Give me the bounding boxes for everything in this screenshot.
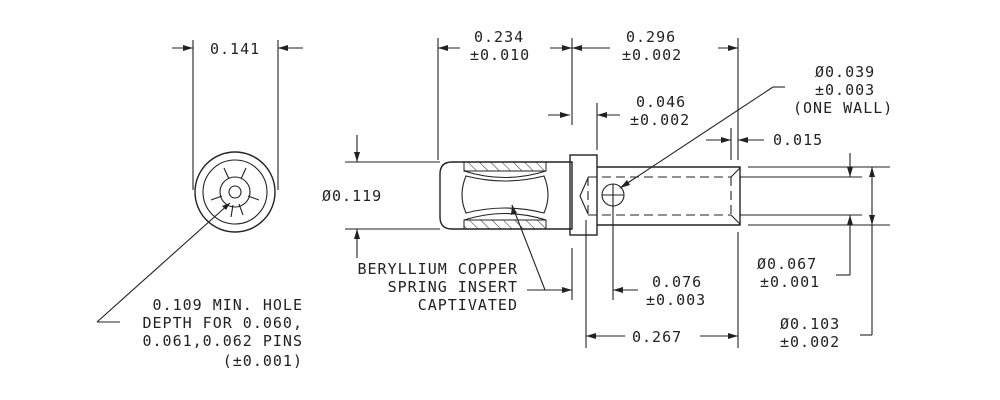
side-hole-dia: Ø0.039 [815,63,875,81]
tail-dia-dim: Ø0.103 [780,315,840,333]
side-hole-note: (ONE WALL) [793,99,893,117]
insert-note-line-2: SPRING INSERT [388,278,518,296]
hole-note-line-2: DEPTH FOR 0.060, [143,314,304,332]
hole-note-line-3: 0.061,0.062 PINS [143,332,304,350]
side-view: 0.234 ±0.010 0.296 ±0.002 0.046 ±0.002 0… [322,28,893,351]
end-width-dim: 0.141 [210,40,260,58]
side-hole-tol: ±0.003 [815,81,875,99]
flange-width-tol: ±0.002 [630,111,690,129]
flange-width-dim: 0.046 [636,93,686,111]
hole-note-line-1: 0.109 MIN. HOLE [153,296,303,314]
bore-dia-tol: ±0.001 [760,273,820,291]
body-length-tol: ±0.010 [470,46,530,64]
hole-pos-tol: ±0.003 [646,291,706,309]
body-length-dim: 0.234 [474,28,524,46]
bore-dia-dim: Ø0.067 [757,255,817,273]
chamfer-dim: 0.015 [773,131,823,149]
insert-note-line-3: CAPTIVATED [418,296,518,314]
end-view: 0.141 0.109 MIN. HOLE DEPTH FOR 0.060, 0… [96,40,304,370]
hole-note-line-4: (±0.001) [223,352,303,370]
tail-length-dim: 0.296 [626,28,676,46]
body-dia-dim: Ø0.119 [322,187,382,205]
insert-note-line-1: BERYLLIUM COPPER [358,260,519,278]
tail-length-tol: ±0.002 [622,46,682,64]
bore-depth-dim: 0.267 [632,328,682,346]
tail-dia-tol: ±0.002 [780,333,840,351]
hole-pos-dim: 0.076 [652,273,702,291]
